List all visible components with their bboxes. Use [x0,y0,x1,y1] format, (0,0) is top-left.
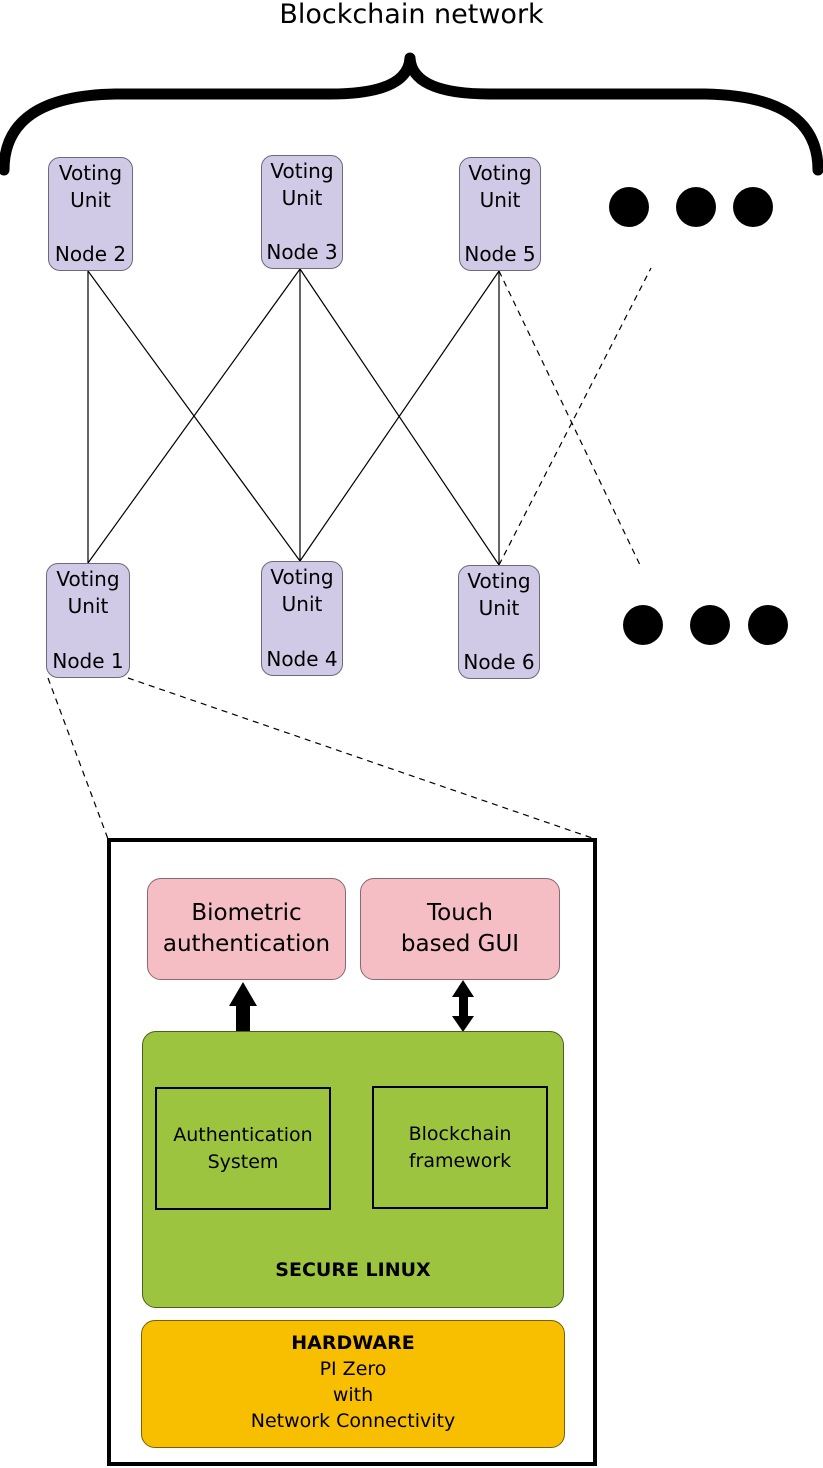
hardware-title: HARDWARE [291,1332,415,1354]
voting-unit-node-6: Voting Unit Node 6 [458,565,540,679]
biometric-label-line1: Biometric [191,900,302,926]
biometric-authentication-box: Biometric authentication [147,878,346,980]
node-label-line1: Voting [467,569,531,593]
diagram-title: Blockchain network [279,0,544,30]
biometric-label-line2: authentication [162,931,331,957]
voting-unit-node-4: Voting Unit Node 4 [261,561,343,676]
network-brace [0,52,823,176]
node-id-label: Node 4 [266,647,338,671]
voting-unit-node-5: Voting Unit Node 5 [459,157,541,271]
secure-linux-box [142,1031,564,1308]
node-label-line1: Voting [270,159,334,183]
voting-unit-node-1: Voting Unit Node 1 [46,563,130,678]
dashed-links [47,267,652,840]
node-label-line1: Voting [56,567,120,591]
more-nodes-dots-top [609,187,773,227]
node-id-label: Node 3 [266,240,338,264]
node-label-line2: Unit [70,188,111,212]
more-nodes-dots-bottom [623,605,788,645]
node-label-line2: Unit [478,596,520,620]
framework-label-line1: Blockchain [408,1122,512,1145]
secure-linux-label: SECURE LINUX [275,1259,431,1281]
node-id-label: Node 2 [54,242,127,266]
node-label-line1: Voting [270,565,334,589]
node-label-line2: Unit [281,186,323,210]
node-id-label: Node 5 [464,242,536,266]
authentication-system-box: Authentication System [155,1087,331,1210]
node-id-label: Node 1 [52,649,124,673]
hardware-box: HARDWARE PI Zero with Network Connectivi… [141,1320,565,1448]
node-label-line2: Unit [479,188,521,212]
node-detail-frame [107,838,597,1466]
auth-system-label-line1: Authentication [173,1123,313,1146]
blockchain-framework-box: Blockchain framework [372,1086,548,1209]
node-label-line1: Voting [58,161,123,185]
voting-unit-node-2: Voting Unit Node 2 [48,157,133,271]
hardware-line3: Network Connectivity [250,1410,456,1432]
voting-unit-node-3: Voting Unit Node 3 [261,155,343,269]
hardware-line1: PI Zero [319,1358,387,1380]
node-id-label: Node 6 [463,650,535,674]
gui-label-line1: Touch [426,900,493,926]
gui-label-line2: based GUI [400,931,520,957]
hardware-line2: with [332,1384,374,1406]
auth-system-label-line2: System [207,1150,279,1173]
framework-label-line2: framework [408,1149,512,1172]
node-label-line2: Unit [281,592,323,616]
node-label-line2: Unit [67,594,109,618]
node-label-line1: Voting [468,161,532,185]
node-links [87,268,500,566]
gui-linux-arrow [452,980,474,1032]
touch-gui-box: Touch based GUI [360,878,560,980]
